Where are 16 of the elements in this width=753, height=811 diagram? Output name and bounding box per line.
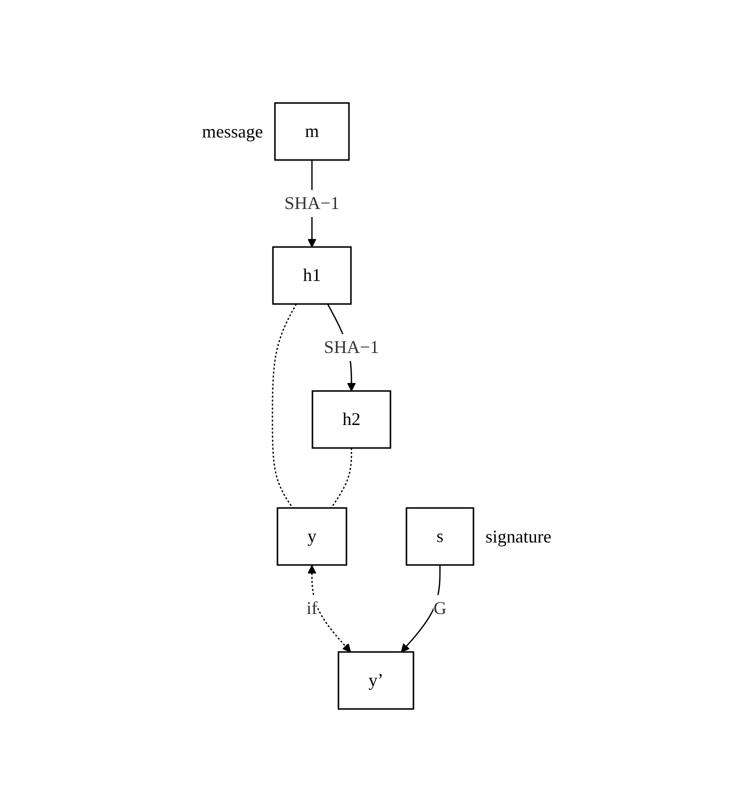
node-box <box>406 506 474 566</box>
node-box <box>338 650 414 710</box>
node-box <box>276 506 347 566</box>
edge-label: G <box>433 597 446 618</box>
node-box <box>272 246 352 304</box>
edge-label: if <box>306 597 318 618</box>
edge-label: SHA−1 <box>324 336 379 356</box>
node-caption: message <box>202 121 263 141</box>
arrow <box>307 564 351 652</box>
connector <box>330 448 352 508</box>
connector <box>272 303 297 508</box>
node-box <box>274 102 350 160</box>
node-caption: signature <box>485 526 552 546</box>
node-box <box>312 390 391 448</box>
edge-label: SHA−1 <box>284 192 340 212</box>
diagram: SHA−1 SHA−1 if G m h1 h2 y y’ s message signature <box>192 92 562 718</box>
